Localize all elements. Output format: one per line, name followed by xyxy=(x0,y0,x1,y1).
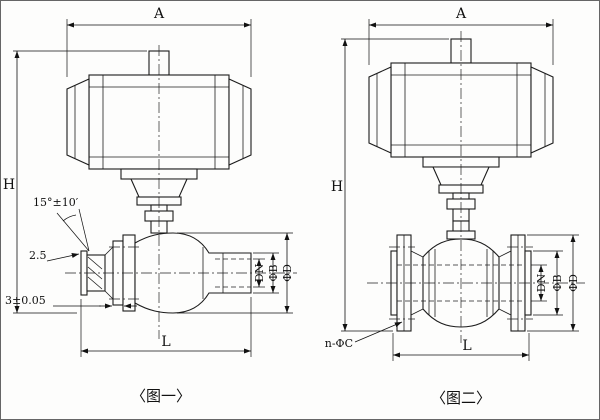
dim-label-H-1: H xyxy=(3,177,15,193)
dim-label-bolt-holes: n-ΦC xyxy=(325,337,353,350)
dimension-gap: 3±0.05 xyxy=(5,294,137,309)
dim-label-phiD-1: ΦD xyxy=(281,264,294,282)
figure1-caption: 〈图一〉 xyxy=(131,387,191,405)
figure2-caption: 〈图二〉 xyxy=(431,389,491,407)
dimension-L-1: L xyxy=(80,297,252,357)
dim-label-DN-1: DN xyxy=(253,263,266,282)
dim-label-chamfer: 2.5 xyxy=(29,249,47,262)
dimension-phiD-2: ΦD xyxy=(527,234,580,332)
figure-2: A H n-ΦC DN ΦB xyxy=(325,6,585,407)
figure-1: A H 15°±10′ 2.5 3±0.05 xyxy=(3,6,297,405)
dimension-phiD-1: ΦD xyxy=(177,232,294,314)
dimension-phiB-2: ΦB xyxy=(533,250,564,316)
dim-label-L-2: L xyxy=(462,338,471,354)
dim-label-phiB-1: ΦB xyxy=(267,264,280,281)
dimension-A-2: A xyxy=(368,6,554,65)
dimension-phiB-1: ΦB xyxy=(253,252,280,294)
dimension-angle-1: 15°±10′ xyxy=(33,196,90,252)
dim-label-phiD-2: ΦD xyxy=(567,274,580,292)
dim-label-angle: 15°±10′ xyxy=(33,196,79,209)
dim-label-H-2: H xyxy=(331,179,343,195)
dim-label-L-1: L xyxy=(161,334,170,350)
dim-label-A-2: A xyxy=(455,6,467,22)
dimension-A-1: A xyxy=(66,6,252,77)
dimension-bolt-holes: n-ΦC xyxy=(325,321,403,350)
dim-label-gap: 3±0.05 xyxy=(5,294,46,307)
dim-label-A-1: A xyxy=(153,6,165,22)
dimension-DN-2: DN xyxy=(531,264,548,302)
dimension-chamfer: 2.5 xyxy=(29,249,80,262)
dimension-DN-1: DN xyxy=(253,258,266,288)
dimension-L-2: L xyxy=(392,333,530,361)
dim-label-phiB-2: ΦB xyxy=(551,274,564,291)
dimension-H-2: H xyxy=(331,38,449,332)
dim-label-DN-2: DN xyxy=(535,273,548,292)
dimension-H-1: H xyxy=(3,50,147,314)
